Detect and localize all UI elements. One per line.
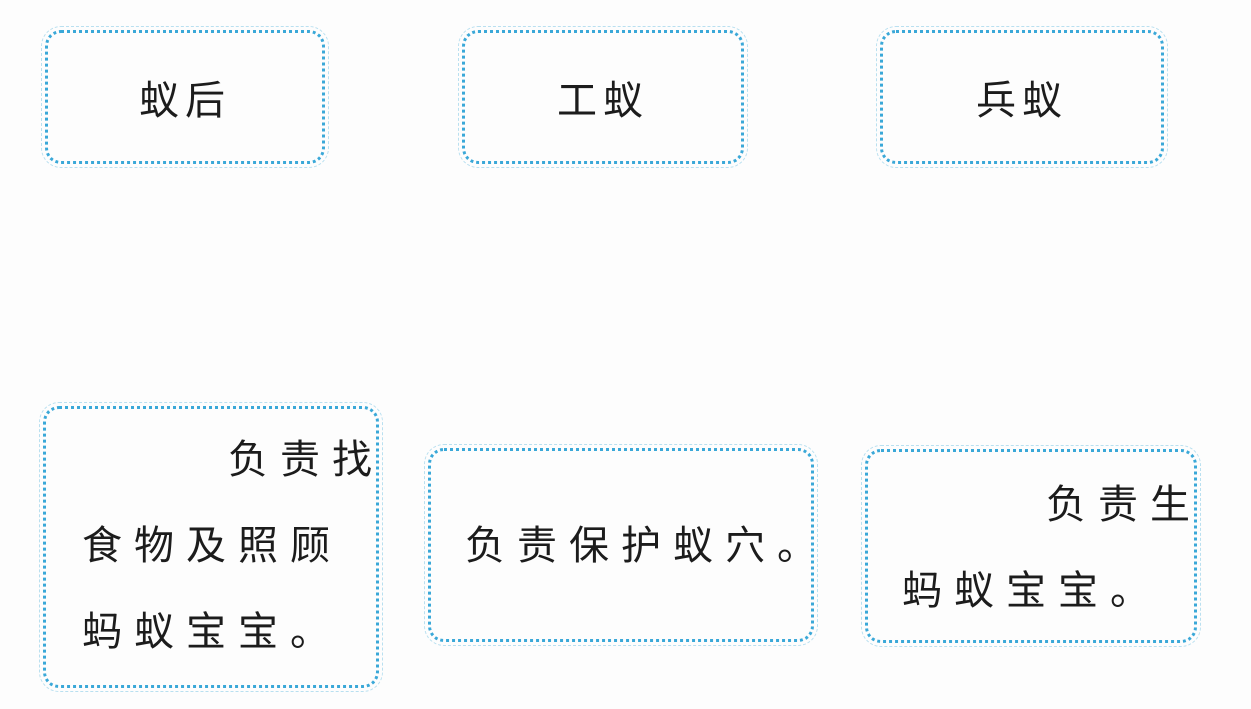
role-card-queen[interactable]: 蚁后 (41, 26, 329, 168)
role-label-soldier: 兵蚁 (976, 78, 1068, 124)
role-label-worker: 工蚁 (557, 78, 649, 124)
description-line: 负责保护蚁穴。 (465, 523, 829, 569)
description-text: 负责找 食物及照顾 蚂蚁宝宝。 (82, 417, 384, 675)
description-line: 食物及照顾 (82, 523, 342, 569)
description-card-protect-nest[interactable]: 负责保护蚁穴。 (424, 444, 818, 646)
description-line: 蚂蚁宝宝。 (82, 609, 342, 655)
description-text: 负责保护蚁穴。 (465, 503, 829, 589)
description-text: 负责生 蚂蚁宝宝。 (902, 462, 1202, 634)
description-line: 负责找 (228, 437, 384, 483)
description-line: 蚂蚁宝宝。 (902, 568, 1162, 614)
description-card-find-food[interactable]: 负责找 食物及照顾 蚂蚁宝宝。 (39, 402, 383, 692)
role-card-soldier[interactable]: 兵蚁 (876, 26, 1168, 168)
role-card-worker[interactable]: 工蚁 (458, 26, 748, 168)
description-line: 负责生 (1046, 482, 1202, 528)
description-card-lay-eggs[interactable]: 负责生 蚂蚁宝宝。 (861, 445, 1201, 647)
role-label-queen: 蚁后 (139, 78, 231, 124)
